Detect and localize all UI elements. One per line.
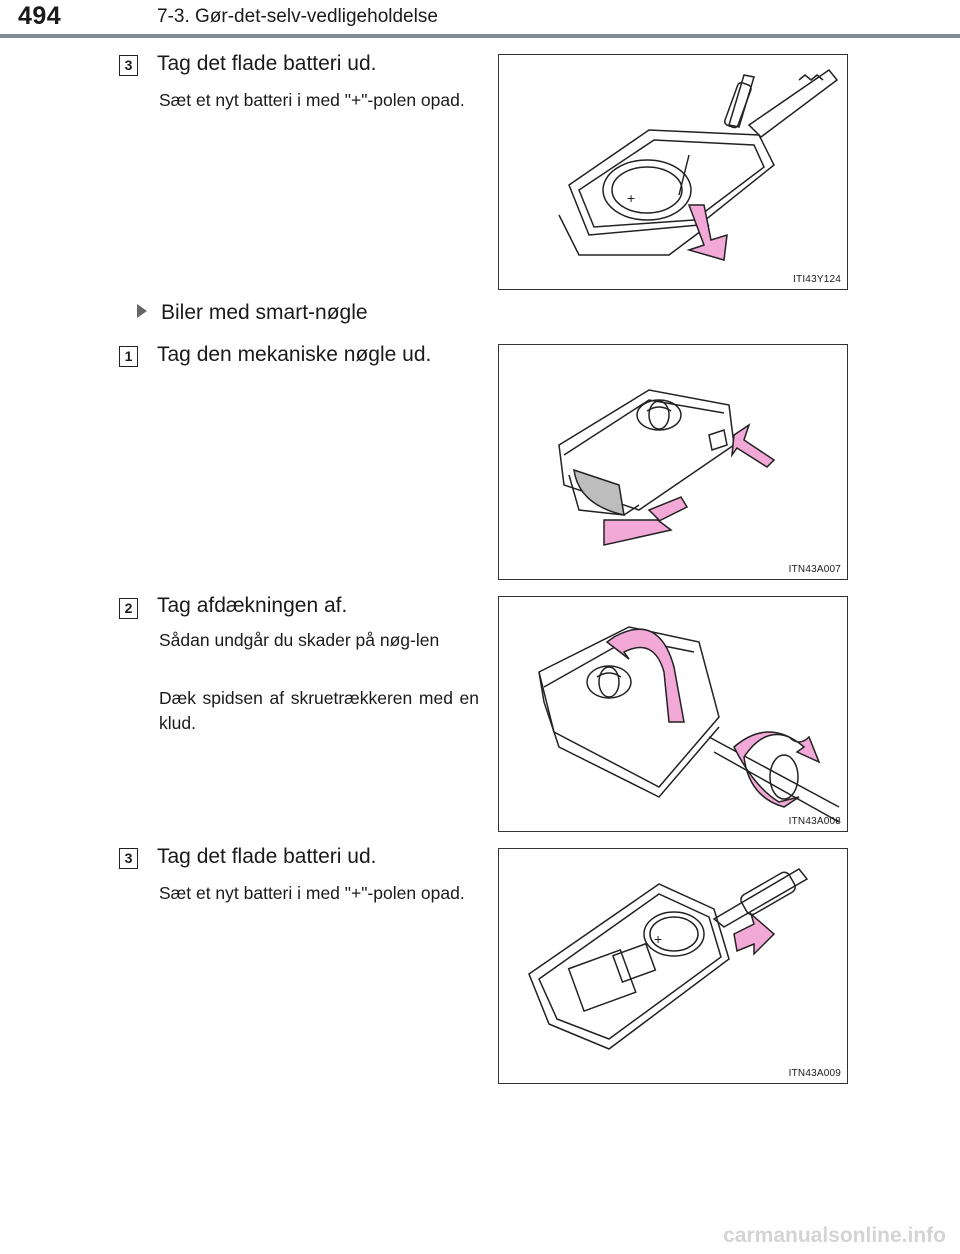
subheading: Biler med smart-nøgle bbox=[137, 301, 368, 325]
figure-battery-removal-smart-key: + ITN43A009 bbox=[498, 848, 848, 1084]
figure-battery-removal-key: + ITI43Y124 bbox=[498, 54, 848, 290]
footer-watermark: carmanualsonline.info bbox=[723, 1224, 946, 1247]
figure-code: ITN43A008 bbox=[788, 816, 841, 827]
section-title: 7-3. Gør-det-selv-vedligeholdelse bbox=[157, 6, 438, 27]
figure-code: ITN43A009 bbox=[788, 1068, 841, 1079]
key-battery-illustration: + bbox=[558, 68, 839, 261]
page-number: 494 bbox=[18, 2, 62, 30]
step-badge: 2 bbox=[119, 598, 138, 619]
step-body: Sæt et nyt batteri i med "+"-polen opad. bbox=[159, 883, 465, 903]
cover-removal-illustration bbox=[538, 626, 840, 823]
subheading-text: Biler med smart-nøgle bbox=[161, 301, 368, 324]
triangle-bullet-icon bbox=[137, 304, 147, 319]
step-badge: 3 bbox=[119, 848, 138, 869]
figure-cover-removal: ITN43A008 bbox=[498, 596, 848, 832]
figure-mechanical-key: ITN43A007 bbox=[498, 344, 848, 580]
step-title: Tag det flade batteri ud. bbox=[157, 52, 377, 75]
step-title: Tag den mekaniske nøgle ud. bbox=[157, 343, 432, 366]
figure-code: ITI43Y124 bbox=[793, 274, 841, 285]
step-title: Tag det flade batteri ud. bbox=[157, 845, 377, 868]
step-body: Dæk spidsen af skruetrækkeren med en klu… bbox=[159, 688, 479, 733]
step-badge: 3 bbox=[119, 55, 138, 76]
figure-code: ITN43A007 bbox=[788, 564, 841, 575]
step-title: Tag afdækningen af. bbox=[157, 594, 348, 617]
step-badge: 1 bbox=[119, 346, 138, 367]
smart-key-battery-illustration: + bbox=[528, 868, 809, 1050]
step-body: Sæt et nyt batteri i med "+"-polen opad. bbox=[159, 90, 465, 110]
svg-text:+: + bbox=[654, 931, 662, 947]
svg-text:+: + bbox=[627, 190, 635, 206]
header-rule bbox=[0, 34, 960, 38]
smart-key-illustration bbox=[558, 389, 776, 546]
step-body: Sådan undgår du skader på nøg-len bbox=[159, 630, 440, 650]
